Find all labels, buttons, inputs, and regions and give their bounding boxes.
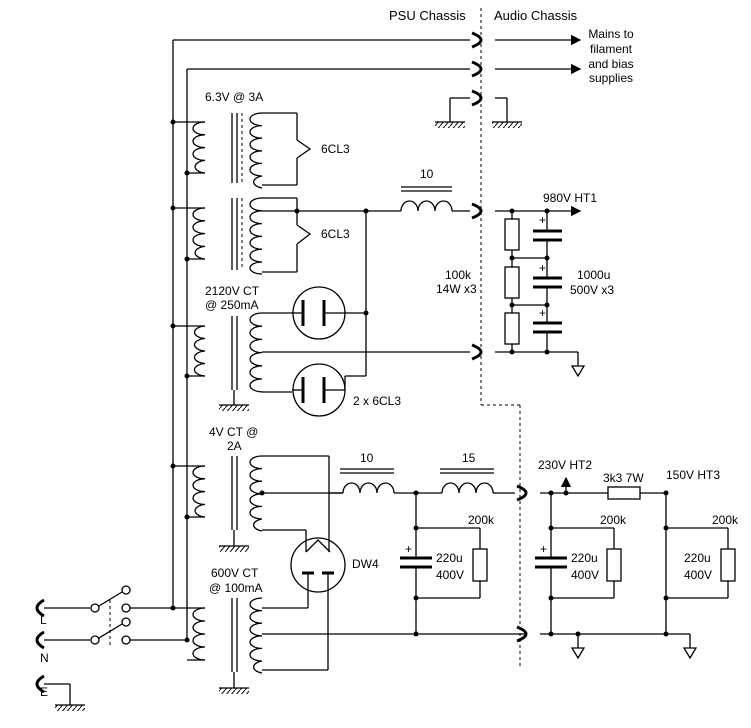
psu-chassis-label: PSU Chassis xyxy=(389,8,466,23)
neutral-terminal-label: N xyxy=(40,651,49,665)
svg-text:filament: filament xyxy=(590,42,633,56)
ht2-output: 230V HT2 3k3 7W xyxy=(538,458,666,500)
svg-text:400V: 400V xyxy=(571,568,599,582)
ht3-label: 150V HT3 xyxy=(666,468,720,482)
svg-text:+: + xyxy=(539,306,546,320)
audio-chassis-label: Audio Chassis xyxy=(494,8,578,23)
svg-text:supplies: supplies xyxy=(589,71,633,85)
svg-text:15: 15 xyxy=(462,451,476,465)
svg-text:6.3V @ 3A: 6.3V @ 3A xyxy=(205,90,263,104)
ht2-chokes: 10 15 xyxy=(329,451,528,502)
mains-note: Mains to filament and bias supplies xyxy=(588,27,634,85)
svg-text:1000u: 1000u xyxy=(577,268,610,282)
mains-input: L N E xyxy=(35,598,90,711)
svg-text:+: + xyxy=(540,542,547,556)
ht1-return xyxy=(471,343,586,378)
transformer-4v: 4V CT @ 2A xyxy=(170,425,343,552)
choke-ht1: 10 xyxy=(366,167,483,220)
rectifier-dw4: DW4 xyxy=(290,456,379,670)
svg-text:220u: 220u xyxy=(436,551,463,565)
ht1-label: 980V HT1 xyxy=(543,191,597,205)
earth-terminal-label: E xyxy=(40,685,48,699)
svg-text:3k3 7W: 3k3 7W xyxy=(603,471,644,485)
svg-text:4V CT @: 4V CT @ xyxy=(209,425,258,439)
svg-text:220u: 220u xyxy=(571,551,598,565)
mains-switch[interactable] xyxy=(90,585,187,648)
svg-text:Mains to: Mains to xyxy=(588,27,634,41)
svg-text:2A: 2A xyxy=(227,439,242,453)
ht1-reservoir-capacitors: + + + 1000u 500V x3 xyxy=(512,208,614,355)
transformer-6v3-heater: 6.3V @ 3A 6CL3 xyxy=(170,90,350,189)
svg-text:100k: 100k xyxy=(445,268,472,282)
svg-text:600V CT: 600V CT xyxy=(211,566,259,580)
svg-text:+: + xyxy=(405,542,412,556)
earth-bond xyxy=(435,89,522,128)
ht3-filter: 150V HT3 220u 400V 200k xyxy=(663,468,739,637)
mains-rails xyxy=(172,31,582,640)
transformer-600v: 600V CT @ 100mA xyxy=(173,566,525,694)
live-terminal-label: L xyxy=(40,613,47,627)
svg-text:200k: 200k xyxy=(600,513,627,527)
svg-text:200k: 200k xyxy=(468,513,495,527)
svg-text:220u: 220u xyxy=(684,551,711,565)
svg-text:200k: 200k xyxy=(712,513,739,527)
rectifier-pair-6cl3: 2 x 6CL3 xyxy=(292,208,401,417)
ht1-bleeder-resistors: 980V HT1 100k 14W x3 xyxy=(436,191,597,355)
svg-text:10: 10 xyxy=(420,167,434,181)
ht2-label: 230V HT2 xyxy=(538,458,592,472)
svg-text:@ 250mA: @ 250mA xyxy=(205,298,259,312)
tube-6cl3-label: 6CL3 xyxy=(321,142,350,156)
svg-text:2120V CT: 2120V CT xyxy=(205,284,260,298)
transformer-heater-2: 6CL3 xyxy=(170,197,366,275)
tube-6cl3-label-2: 6CL3 xyxy=(321,227,350,241)
svg-text:400V: 400V xyxy=(436,568,464,582)
rectifier-pair-label: 2 x 6CL3 xyxy=(353,394,401,408)
svg-text:+: + xyxy=(539,261,546,275)
dw4-label: DW4 xyxy=(352,557,379,571)
svg-text:+: + xyxy=(539,213,546,227)
ht2-second-filter: + 220u 400V 200k xyxy=(535,490,627,637)
svg-text:10: 10 xyxy=(360,451,374,465)
svg-text:14W x3: 14W x3 xyxy=(436,282,477,296)
transformer-2120v: 2120V CT @ 250mA xyxy=(170,284,470,411)
svg-text:500V x3: 500V x3 xyxy=(570,283,614,297)
ht2-first-filter: + 220u 400V 200k xyxy=(400,493,495,637)
svg-text:@ 100mA: @ 100mA xyxy=(209,581,263,595)
svg-text:400V: 400V xyxy=(684,568,712,582)
ht2-return xyxy=(516,625,698,660)
svg-text:and bias: and bias xyxy=(588,57,633,71)
